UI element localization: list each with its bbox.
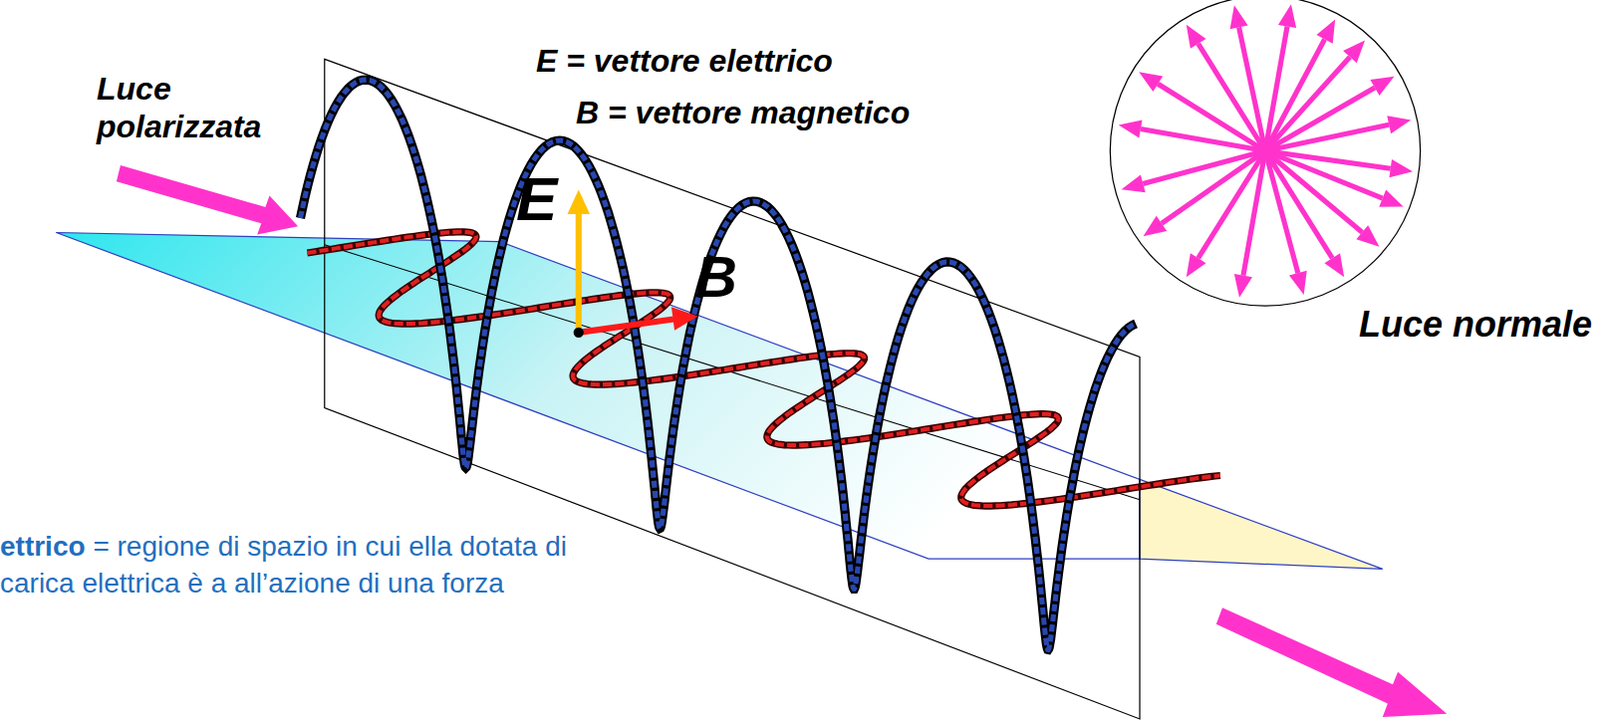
text-holder: B = vettore magnetico [575,93,910,132]
vector-symbol: B [695,243,738,310]
outgoing-light-arrow [1216,607,1447,718]
magnetic-vector-head [671,306,699,331]
electric-vector-head [567,189,591,215]
electric-vector [575,212,582,333]
ray-line [1142,151,1266,185]
ray-head [1121,175,1146,194]
ray-head [1278,3,1297,28]
vertical-plane [324,58,1140,720]
ray-head [1234,273,1253,298]
magnetic-vector [578,319,674,333]
incoming-light-arrow [116,165,298,236]
normal-light-rays [1118,3,1413,297]
ray-head [1324,253,1344,277]
ray-head [1143,216,1168,237]
ray-head [1369,76,1394,96]
ray-line [1161,151,1266,225]
ray-line [1157,83,1266,151]
ray-head [1378,190,1403,208]
ray-head [1230,4,1249,29]
ray-head [1388,159,1413,178]
electric-wave [300,79,1137,650]
horizontal-plane-tip [1139,479,1383,569]
ray-head [1138,71,1163,92]
text-holder: Luce normale [1358,303,1593,345]
text-holder: E = vettore elettrico [535,41,833,80]
ray-head [1316,19,1335,44]
arrow-label: Luce polarizzata [96,69,267,146]
term: ettrico [0,531,86,562]
definition-block: ettrico= regione di spazio in cui ella d… [0,528,588,602]
text-holder: Luce polarizzata [96,69,267,146]
legend-note: B = vettore magnetico [575,93,910,132]
ray-head [1355,225,1379,248]
ray-head [1186,253,1207,277]
ray-head [1289,270,1308,295]
legend-note: E = vettore elettrico [535,41,833,80]
vector-symbol: E [516,163,557,235]
ray-line [1265,124,1389,151]
ray-head [1386,115,1411,134]
normal-light-circle [1109,0,1420,306]
electric-wave-outline [300,79,1137,650]
ray-head [1118,119,1143,138]
ray-head [1186,24,1207,49]
ray-line [1265,151,1333,260]
ray-line [1265,151,1362,234]
text-holder: B [695,243,738,310]
ray-head [1342,39,1365,63]
figure-caption: Luce normale [1358,303,1593,345]
ray-line [1239,26,1266,151]
origin-dot [573,327,584,338]
ray-line [1265,151,1299,274]
text-holder: E [516,163,557,235]
